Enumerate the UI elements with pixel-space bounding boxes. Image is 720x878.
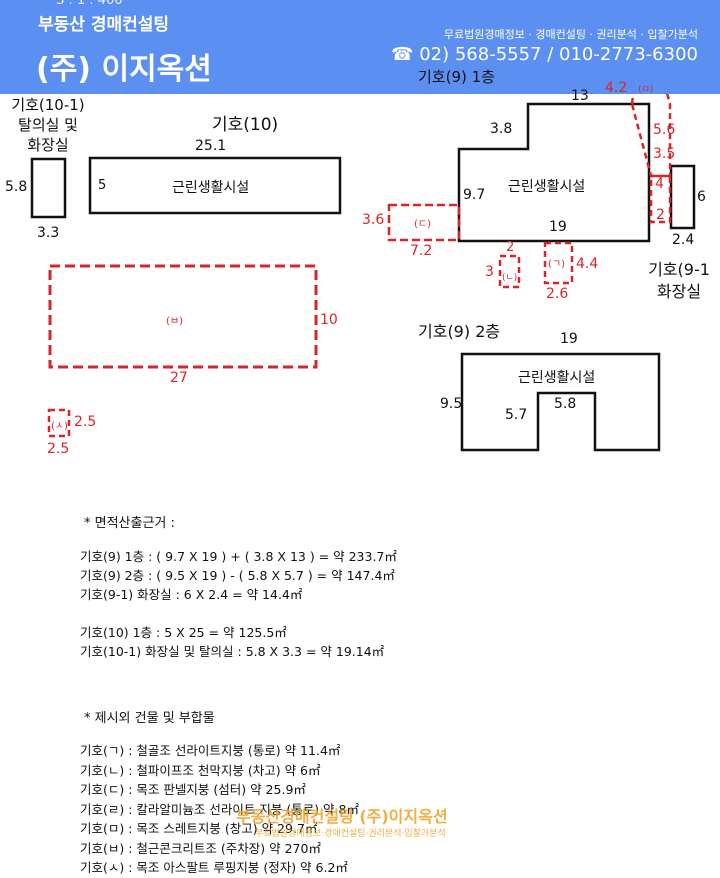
dim-9-2-top: 19 — [560, 331, 578, 347]
extra-line: 기호(ㅂ) : 철근콘크리트조 (주차장) 약 270㎡ — [80, 840, 321, 856]
dim-5-6: 5.6 — [653, 122, 676, 138]
extra-line: 기호(ㅅ) : 목조 아스팔트 루핑지붕 (정자) 약 6.2㎡ — [80, 860, 348, 875]
structure-b-mark: (ㅂ) — [166, 316, 184, 327]
dim-9-2-left: 9.5 — [440, 396, 463, 412]
watermark-sub: 무료법원경매정보·경매컨설팅·권리분석·입찰가분석 — [255, 829, 446, 839]
dim-10-1-width: 3.3 — [37, 225, 60, 241]
dim-g-right: 4.4 — [576, 256, 599, 272]
extra-line: 기호(ㄱ) : 철골조 선라이트지붕 (통로) 약 11.4㎡ — [80, 743, 341, 758]
dim-n-top: 2 — [506, 240, 515, 255]
dim-10-top: 25.1 — [195, 138, 227, 154]
dim-9-step: 3.8 — [490, 121, 513, 137]
dim-9-1-height: 6 — [697, 189, 706, 205]
dim-10-left: 5 — [98, 178, 107, 193]
dim-s-bottom: 2.5 — [47, 441, 70, 457]
extra-line: 기호(ㄴ) : 철파이프조 천막지붕 (차고) 약 6㎡ — [80, 762, 321, 778]
building-10-outline — [88, 156, 342, 215]
structure-b-outline — [48, 264, 318, 369]
dim-s-right: 2.5 — [74, 414, 97, 430]
extra-lines: 기호(ㄱ) : 철골조 선라이트지붕 (통로) 약 11.4㎡ 기호(ㄴ) : … — [80, 741, 359, 878]
dim-9-top: 13 — [571, 88, 589, 104]
company-line: 부동산 경매컨설팅 — [38, 15, 170, 35]
structure-g-mark: (ㄱ) — [548, 259, 566, 270]
building-9-2f-title: 기호(9) 2층 — [418, 322, 501, 341]
dim-10-1-height: 5.8 — [5, 179, 28, 195]
watermark-name: 부동산경매컨설팅 (주)이지옥션 — [236, 807, 448, 826]
dim-e-top: 4.2 — [605, 80, 628, 96]
dim-4: 4 — [655, 176, 664, 192]
calc-line — [80, 604, 397, 623]
dim-b-right: 10 — [320, 312, 338, 328]
calc-line: 기호(9) 2층 : ( 9.5 X 19 ) - ( 5.8 X 5.7 ) … — [80, 568, 395, 583]
building-9-2f-use: 근린생활시설 — [518, 370, 596, 386]
dim-9-1-width: 2.4 — [672, 232, 695, 248]
structure-r-outline — [649, 174, 672, 224]
dim-3-5: 3.5 — [653, 146, 676, 162]
structure-n-outline — [498, 254, 521, 289]
header-banner: S : 1 : 400 부동산 경매컨설팅 (주) 이지옥션 무료법원경매정보 … — [0, 0, 720, 94]
structure-s-outline — [47, 408, 71, 438]
drawing-scale: S : 1 : 400 — [56, 0, 123, 8]
dim-9-2-notch-width: 5.8 — [554, 396, 577, 412]
structure-s-mark: (ㅅ) — [51, 421, 69, 432]
dim-2: 2 — [656, 207, 665, 223]
building-9-1f-outline — [457, 102, 651, 243]
dim-d-left: 3.6 — [362, 212, 385, 228]
extra-heading: * 제시외 건물 및 부합물 — [84, 711, 215, 726]
dim-n-left: 3 — [485, 264, 494, 280]
structure-d-mark: (ㄷ) — [414, 219, 432, 230]
structure-g-outline — [543, 241, 574, 285]
building-10-1-outline — [30, 157, 67, 219]
calc-line: 기호(9-1) 화장실 : 6 X 2.4 = 약 14.4㎡ — [80, 587, 303, 602]
dim-9-2-notch-height: 5.7 — [505, 407, 528, 423]
structure-d-outline — [387, 203, 461, 242]
dim-b-bottom: 27 — [170, 370, 188, 386]
extra-line: 기호(ㅁ) : 목조 스레트지붕 (창고) 약 29.7㎡ — [80, 821, 318, 836]
building-9-1-outline — [669, 164, 696, 230]
extra-line: 기호(ㄹ) : 칼라알미늄조 선라이트 지붕 (통로) 약 8㎡ — [80, 801, 359, 817]
calc-line: 기호(10) 1층 : 5 X 25 = 약 125.5㎡ — [80, 625, 287, 640]
structure-n-mark: (ㄴ) — [502, 273, 518, 283]
services-text: 무료법원경매정보 · 경매컨설팅 · 권리분석 · 입찰가분석 — [443, 28, 698, 41]
building-9-1f-use: 근린생활시설 — [508, 179, 586, 195]
calc-line: 기호(10-1) 화장실 및 탈의실 : 5.8 X 3.3 = 약 19.14… — [80, 644, 385, 659]
building-10-use: 근린생활시설 — [172, 180, 250, 196]
calc-heading: * 면적산출근거 : — [84, 516, 175, 531]
building-9-1f-title: 기호(9) 1층 — [418, 68, 495, 86]
structure-e-mark: (ㅁ) — [638, 85, 654, 95]
calc-lines: 기호(9) 1층 : ( 9.7 X 19 ) + ( 3.8 X 13 ) =… — [80, 547, 397, 661]
dim-g-bottom: 2.6 — [546, 286, 569, 302]
extra-line: 기호(ㄷ) : 목조 판넬지붕 (섬터) 약 25.9㎡ — [80, 782, 306, 797]
dim-9-bottom: 19 — [549, 219, 567, 235]
company-name: (주) 이지옥션 — [36, 52, 212, 87]
building-10-title: 기호(10) — [212, 115, 279, 135]
dim-9-left: 9.7 — [463, 187, 486, 203]
phone-text: ☎ 02) 568-5557 / 010-2773-6300 — [391, 44, 698, 65]
calc-line: 기호(9) 1층 : ( 9.7 X 19 ) + ( 3.8 X 13 ) =… — [80, 549, 397, 564]
building-9-2f-outline — [460, 352, 661, 452]
dim-d-bottom: 7.2 — [410, 243, 433, 259]
